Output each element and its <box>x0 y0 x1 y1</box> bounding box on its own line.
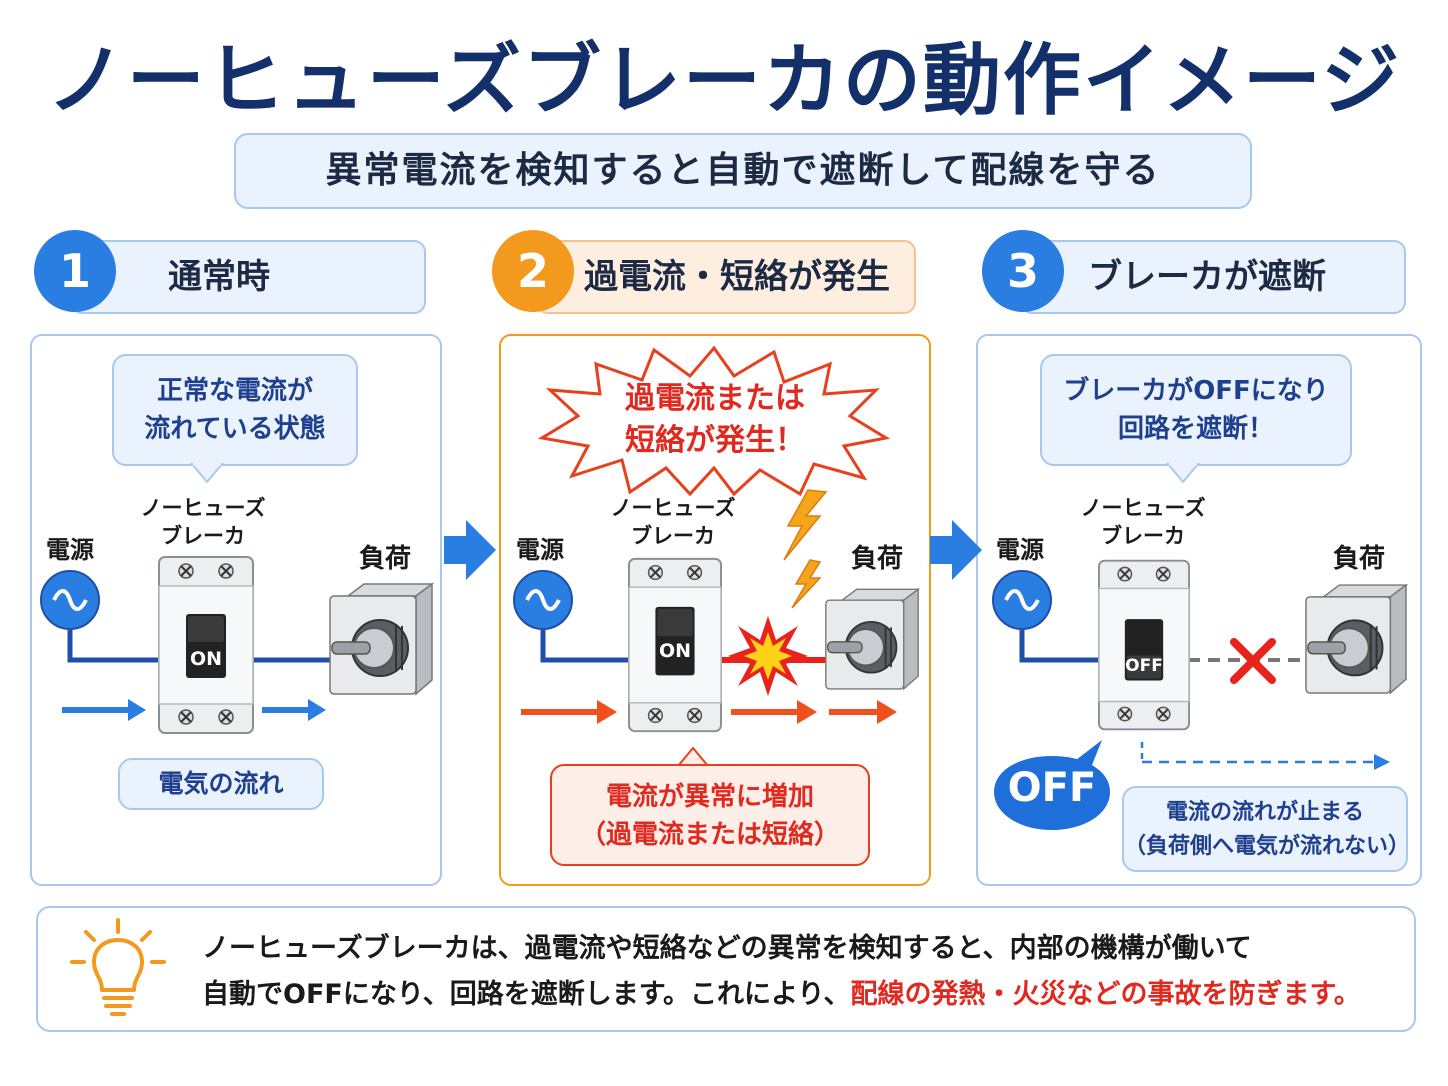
footer-line-1: ノーヒューズブレーカは、過電流や短絡などの異常を検知すると、内部の機構が働いて <box>202 933 1252 964</box>
ac-source-icon <box>513 570 573 630</box>
arrow-right-icon <box>444 520 496 580</box>
step-1-callout-line-1: 正常な電流が <box>156 376 313 406</box>
step-2-callout: 過電流または 短絡が発生！ <box>600 378 830 462</box>
breaker-icon <box>628 557 722 733</box>
arrow-right-icon <box>930 520 982 580</box>
callout-tail <box>1165 462 1201 484</box>
cross-icon <box>1230 638 1276 684</box>
step-2-breaker-label-line-1: ノーヒューズ <box>610 496 736 520</box>
step-2-number: 2 <box>492 230 574 312</box>
step-1-number: 1 <box>34 230 116 312</box>
footer-text: ノーヒューズブレーカは、過電流や短絡などの異常を検知すると、内部の機構が働いて … <box>202 926 1361 1018</box>
arrow-right-icon <box>829 700 897 724</box>
step-2-note: 電流が異常に増加 （過電流または短絡） <box>550 764 870 866</box>
step-2-note-line-2: （過電流または短絡） <box>579 820 840 850</box>
footer-summary: ノーヒューズブレーカは、過電流や短絡などの異常を検知すると、内部の機構が働いて … <box>36 906 1416 1032</box>
arrow-right-icon <box>521 700 617 724</box>
step-2-breaker-label-line-2: ブレーカ <box>631 524 715 548</box>
breaker-icon <box>1098 559 1190 731</box>
ac-source-icon <box>40 570 100 630</box>
motor-load-icon <box>825 587 921 691</box>
step-3-power-label: 電源 <box>996 536 1044 564</box>
step-3-load-label: 負荷 <box>1332 544 1385 574</box>
step-1-circuit <box>62 630 330 721</box>
step-1-flow-label: 電気の流れ <box>118 758 324 810</box>
step-3-heading: ブレーカが遮断 <box>1088 257 1326 297</box>
page-subtitle: 異常電流を検知すると自動で遮断して配線を守る <box>234 133 1252 209</box>
step-1-callout: 正常な電流が 流れている状態 <box>112 354 358 466</box>
footer-line-2: 自動でOFFになり、回路を遮断します。これにより、 <box>202 979 851 1010</box>
step-2-circuit <box>521 630 897 724</box>
step-1-breaker-label-line-1: ノーヒューズ <box>140 496 266 520</box>
step-3-header: ブレーカが遮断 <box>1020 240 1406 314</box>
step-2-breaker-label: ノーヒューズ ブレーカ <box>598 494 748 550</box>
step-3-note-line-2: （負荷側へ電気が流れない） <box>1124 834 1411 859</box>
step-1-load-label: 負荷 <box>358 544 411 574</box>
page-title: ノーヒューズブレーカの動作イメージ <box>46 36 1402 126</box>
step-2-load-label: 負荷 <box>850 544 903 574</box>
step-1-breaker-label: ノーヒューズ ブレーカ <box>128 494 278 550</box>
step-2-switch-state: ON <box>658 640 692 662</box>
step-2-callout-line-2: 短絡が発生！ <box>625 423 805 458</box>
step-3-switch-state: OFF <box>1125 656 1163 676</box>
step-3-callout-line-2: 回路を遮断！ <box>1117 414 1274 444</box>
breaker-icon <box>158 556 254 734</box>
step-3-off-badge: OFF <box>1007 765 1097 811</box>
step-3-callout-line-1: ブレーカがOFFになり <box>1063 376 1329 406</box>
step-3-breaker-label: ノーヒューズ ブレーカ <box>1068 494 1218 550</box>
step-1-switch-state: ON <box>189 648 223 670</box>
step-2-heading: 過電流・短絡が発生 <box>584 257 890 297</box>
step-3-note: 電流の流れが止まる （負荷側へ電気が流れない） <box>1122 786 1411 872</box>
step-2-note-line-1: 電流が異常に増加 <box>605 782 814 812</box>
step-3-breaker-label-line-1: ノーヒューズ <box>1080 496 1206 520</box>
motor-load-icon <box>1305 583 1409 695</box>
step-1-breaker-label-line-2: ブレーカ <box>161 524 245 548</box>
burst-callout-shape <box>537 345 891 497</box>
off-badge-shape <box>994 740 1110 830</box>
motor-load-icon <box>329 582 435 696</box>
lightning-icon <box>783 489 828 609</box>
spark-icon <box>728 616 808 696</box>
step-1-header: 通常時 <box>70 240 426 314</box>
step-3-note-line-1: 電流の流れが止まる <box>1165 800 1364 825</box>
step-2-power-label: 電源 <box>516 536 564 564</box>
step-3-number: 3 <box>982 230 1064 312</box>
arrow-right-icon <box>1374 754 1390 770</box>
step-1-heading: 通常時 <box>168 257 270 297</box>
step-3-breaker-label-line-2: ブレーカ <box>1101 524 1185 548</box>
callout-tail <box>189 462 225 484</box>
ac-source-icon <box>992 570 1052 630</box>
step-1-power-label: 電源 <box>46 536 94 564</box>
arrow-right-icon <box>262 699 326 721</box>
step-2-callout-line-1: 過電流または <box>625 381 805 416</box>
step-2-header: 過電流・短絡が発生 <box>536 240 916 314</box>
step-3-circuit <box>1019 630 1390 770</box>
step-1-callout-line-2: 流れている状態 <box>144 414 326 444</box>
step-3-callout: ブレーカがOFFになり 回路を遮断！ <box>1040 354 1352 466</box>
arrow-right-icon <box>62 699 146 721</box>
footer-line-2-highlight: 配線の発熱・火災などの事故を防ぎます。 <box>850 979 1361 1010</box>
lightbulb-icon <box>70 918 166 1016</box>
arrow-right-icon <box>731 700 817 724</box>
